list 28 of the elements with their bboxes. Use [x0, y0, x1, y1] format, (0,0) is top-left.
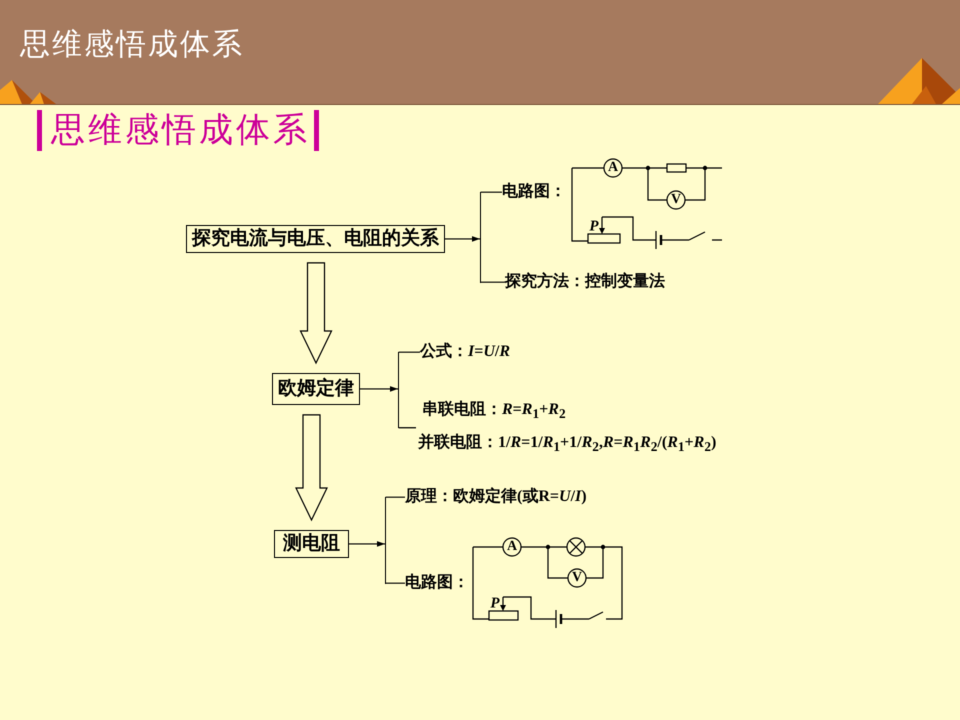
- concept-box: 探究电流与电压、电阻的关系: [186, 225, 445, 253]
- branch-text: 并联电阻：1/R=1/R$_{1}$+1/R$_{2}$,R=R$_{1}$R$_{2}$/(R$_{1}$+R$_{2}$): [418, 434, 716, 454]
- slider-letter: P: [490, 596, 500, 612]
- bracket-tick: [480, 282, 505, 283]
- hollow-arrow: [295, 414, 328, 522]
- bracket-tick: [386, 582, 405, 584]
- branch-text: 原理：欧姆定律(或R=U/I): [405, 488, 587, 506]
- branch-text: 探究方法：控制变量法: [505, 273, 665, 292]
- heading-title: 思维感悟成体系: [51, 110, 310, 150]
- header-title: 思维感悟成体系: [20, 27, 244, 63]
- bracket-tick: [386, 496, 405, 498]
- branch-text: 串联电阻：R=R$_{1}$+R$_{2}$: [422, 401, 566, 422]
- concept-box: 测电阻: [274, 530, 349, 558]
- meter-letter: V: [572, 571, 582, 585]
- arrow: [445, 236, 480, 242]
- branch-text: 电路图：: [405, 574, 469, 592]
- branch-text: 电路图：: [502, 183, 566, 202]
- meter-letter: A: [506, 540, 518, 554]
- meter-letter: A: [608, 161, 618, 175]
- hollow-arrow: [300, 262, 332, 364]
- meter-letter: V: [670, 193, 682, 207]
- concept-box: 欧姆定律: [272, 373, 360, 405]
- arrow: [360, 386, 398, 392]
- branch-text: 公式：I=U/R: [420, 343, 510, 362]
- slider-letter: P: [589, 220, 599, 234]
- bracket-tick: [398, 352, 420, 353]
- arrow: [349, 541, 385, 547]
- bracket-tick: [480, 192, 502, 193]
